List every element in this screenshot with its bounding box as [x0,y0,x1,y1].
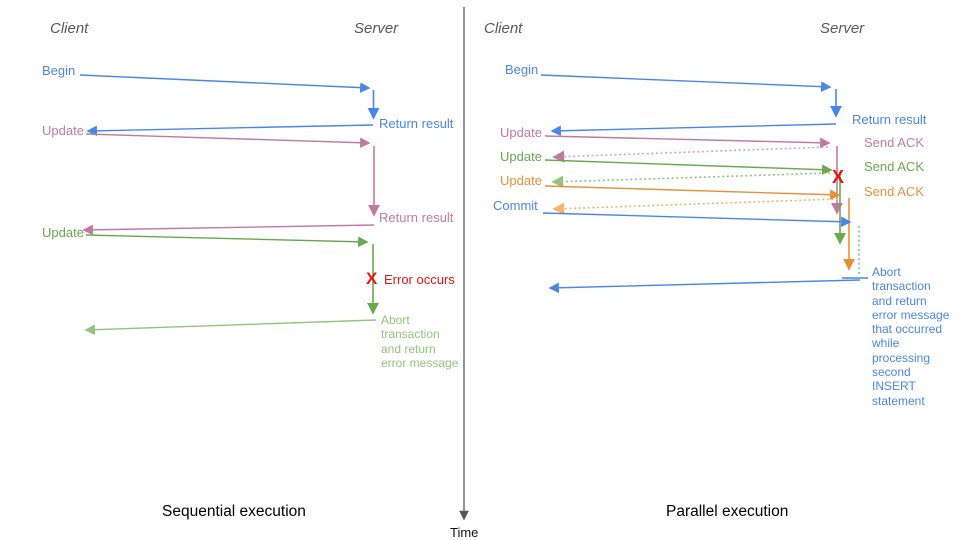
right-begin-request-arrow [540,74,832,92]
left-return-result-2-label: Return result [379,210,454,225]
right-begin-label: Begin [505,62,539,77]
left-begin-request-arrow [79,74,371,93]
right-update-2-label: Update [500,149,542,164]
left-client-header: Client [50,20,89,37]
right-update-3-request-arrow [544,185,841,200]
left-update-1-request-arrow [85,133,371,148]
right-update-3-label: Update [500,173,542,188]
right-send-ack-1-label: Send ACK [864,135,924,150]
right-send-ack-3-arrow [552,198,839,215]
right-send-ack-1-arrow [552,146,829,163]
left-abort-note: Abort transaction and return error messa… [381,313,459,370]
left-return-result-1-label: Return result [379,116,454,131]
right-update-2-request-arrow [544,159,833,175]
left-server-header: Server [354,20,399,37]
time-axis-label: Time [450,525,479,540]
left-return-result-1-arrow [86,124,374,137]
right-client-header: Client [484,20,523,37]
left-return-result-2-arrow [82,224,375,236]
right-commit-label: Commit [493,198,538,213]
left-error-occurs-label: Error occurs [384,272,455,287]
right-update-1-label: Update [500,125,542,140]
left-caption: Sequential execution [162,503,306,520]
right-abort-return-arrow [548,279,861,294]
right-error-x-icon: X [832,167,845,187]
right-send-ack-2-arrow [551,172,831,188]
left-update-1-label: Update [42,123,84,138]
right-server-header: Server [820,20,865,37]
right-caption: Parallel execution [666,503,789,520]
left-update-2-request-arrow [85,234,369,248]
left-abort-return-arrow [84,319,377,335]
left-update-2-label: Update [42,225,84,240]
right-return-result-label: Return result [852,112,927,127]
right-send-ack-3-label: Send ACK [864,184,924,199]
right-return-result-arrow [550,123,837,137]
right-commit-request-arrow [542,212,852,227]
right-abort-note: Abort transaction and return error messa… [872,265,950,408]
left-error-x-icon: X [366,269,378,288]
right-send-ack-2-label: Send ACK [864,159,924,174]
right-update-1-request-arrow [544,135,831,149]
left-begin-label: Begin [42,63,76,78]
